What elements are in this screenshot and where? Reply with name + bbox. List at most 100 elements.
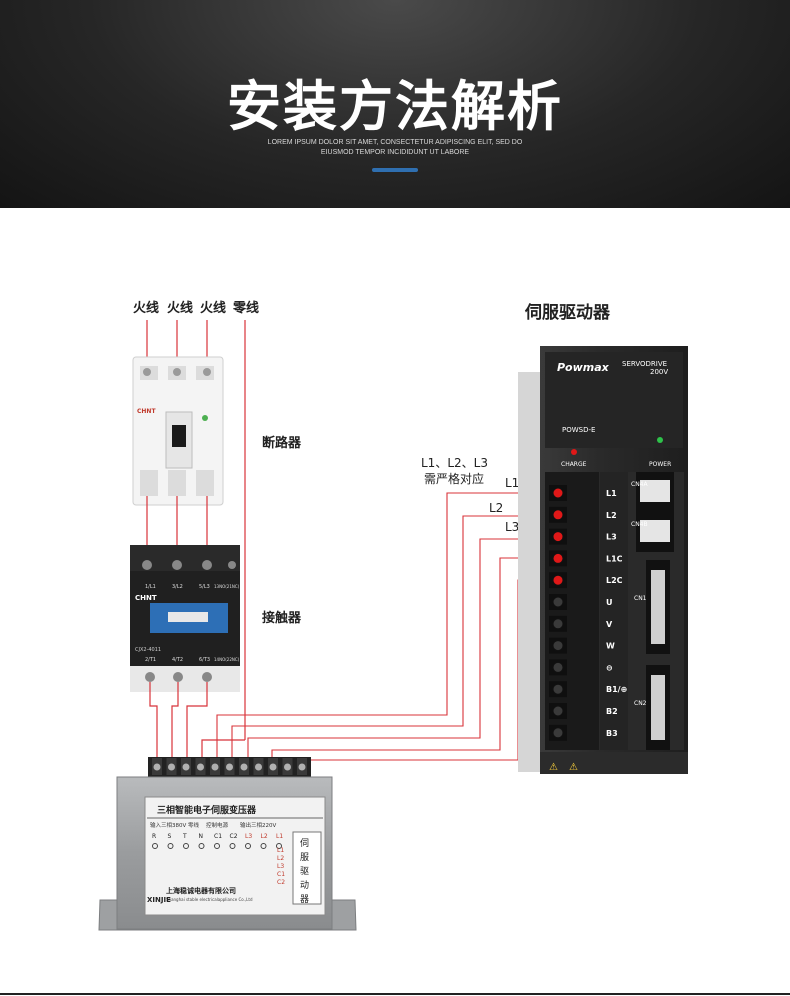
transformer-terminal-label: L1 (276, 833, 283, 840)
note-line-1: L1、L2、L3 (421, 456, 488, 470)
transformer-right-label: L1 (277, 847, 284, 854)
breaker-brand: CHNT (137, 408, 156, 415)
terminal-screw[interactable] (552, 487, 564, 499)
connector-cn4b: CN4B (631, 521, 648, 528)
transformer-company: 上海稳诚电器有限公司 (166, 886, 236, 895)
transformer-right-label: L2 (277, 855, 284, 862)
transformer-terminal-label: L2 (261, 833, 268, 840)
terminal-screw[interactable] (552, 618, 564, 630)
transformer-right-label: C2 (277, 879, 285, 886)
note-line-2: 需严格对应 (424, 471, 484, 486)
header-accent-bar (372, 168, 418, 172)
drive-terminal-label: U (606, 598, 613, 607)
terminal-screw[interactable] (552, 727, 564, 739)
transformer-terminal-label: C2 (230, 833, 238, 840)
transformer-screw[interactable] (197, 763, 204, 771)
transformer-screw[interactable] (240, 763, 248, 771)
transformer-terminal-label: C1 (214, 833, 222, 840)
transformer-logo: XINJIE (147, 896, 171, 904)
contactor-model: CJX2-4011 (135, 647, 161, 653)
drive-model: POWSD-E (562, 426, 595, 434)
transformer-terminal-dot (198, 843, 205, 849)
drive-terminal-label: V (606, 620, 613, 629)
terminal-screw[interactable] (552, 705, 564, 717)
contactor-brand: CHNT (135, 594, 157, 602)
connector-cn4a: CN4A (631, 481, 648, 488)
drive-transformer-wires (216, 492, 555, 770)
terminal-screw[interactable] (552, 574, 564, 586)
transformer-screw[interactable] (226, 763, 233, 771)
drive-terminal-label: B1/⊕ (606, 685, 627, 694)
contactor-bottom-terminal-3: 6/T3 (199, 657, 210, 663)
transformer-screw[interactable] (211, 763, 219, 771)
transformer-screw[interactable] (269, 763, 277, 771)
drive-terminal-label: L1C (606, 554, 623, 563)
transformer-screw[interactable] (298, 763, 306, 771)
drive-terminal-label: B2 (606, 707, 618, 716)
wire-label-live-3: 火线 (200, 300, 226, 316)
transformer-screw[interactable] (284, 763, 291, 771)
wire-label-neutral: 零线 (232, 300, 259, 316)
transformer-terminal-dot (260, 843, 267, 849)
contactor-top-terminal-2: 3/L2 (172, 584, 183, 590)
note-l2: L2 (489, 501, 503, 515)
wire-label-live-1: 火线 (133, 300, 159, 316)
transformer-terminal-label: S (168, 833, 172, 840)
terminal-screw[interactable] (552, 509, 564, 521)
terminal-screw[interactable] (552, 531, 564, 543)
wire-label-live-2: 火线 (167, 300, 193, 316)
drive-terminal-label: L3 (606, 533, 617, 542)
drive-terminal-label: L2C (606, 576, 623, 585)
transformer-title: 三相智能电子伺服变压器 (157, 804, 257, 816)
transformer-screw[interactable] (168, 763, 175, 771)
header-subtitle: LOREM IPSUM DOLOR SIT AMET, CONSECTETUR … (245, 138, 545, 158)
transformer-terminal-dot (245, 843, 251, 849)
contactor-top-terminal-3: 5/L3 (199, 584, 210, 590)
drive-terminal-label: L2 (606, 511, 617, 520)
transformer-side-1: 伺 (300, 837, 309, 849)
transformer-side-5: 器 (300, 894, 309, 905)
transformer-terminal-label: R (152, 833, 156, 840)
connector-cn2: CN2 (634, 700, 647, 707)
contactor-top-terminal-1: 1/L1 (145, 584, 156, 590)
drive-terminal-label: L1 (606, 489, 617, 498)
subtitle-line-1: LOREM IPSUM DOLOR SIT AMET, CONSECTETUR … (267, 139, 523, 146)
terminal-screw[interactable] (552, 640, 564, 652)
warning-icon-1: ⚠ (549, 762, 558, 773)
transformer-terminal-dot (152, 843, 158, 849)
transformer-side-2: 服 (300, 852, 309, 863)
transformer-neutral-label: 零线 (188, 821, 200, 829)
transformer-company-en: Shanghai stable electricalappliance Co.,… (166, 897, 253, 902)
terminal-screw[interactable] (552, 552, 564, 564)
contactor-bottom-terminal-1: 2/T1 (145, 657, 156, 663)
transformer-output-label: 输出三相220V (240, 821, 276, 829)
drive-brand: Powmax (557, 361, 610, 374)
header-banner: 安装方法解析 LOREM IPSUM DOLOR SIT AMET, CONSE… (0, 0, 790, 208)
transformer: 三相智能电子伺服变压器 输入三相380V 零线 控制电源 输出三相220V R S… (98, 757, 357, 931)
terminal-screw[interactable] (552, 683, 564, 695)
subtitle-line-2: EIUSMOD TEMPOR INCIDIDUNT UT LABORE (320, 149, 470, 156)
transformer-terminal-dot (183, 843, 189, 849)
contactor-top-terminal-4: 13NO(21NC) (214, 584, 240, 589)
contactor-bottom-terminal-2: 4/T2 (172, 657, 183, 663)
drive-series-1: SERVODRIVE (622, 360, 667, 368)
servo-drive-label: 伺服驱动器 (524, 302, 611, 323)
transformer-screw[interactable] (182, 763, 190, 771)
note-l1: L1 (505, 476, 519, 490)
transformer-screw[interactable] (255, 763, 262, 771)
drive-terminal-label: W (606, 642, 615, 651)
drive-charge: CHARGE (561, 461, 587, 468)
transformer-terminal-dot (276, 843, 282, 849)
drive-terminal-label: B3 (606, 729, 618, 738)
circuit-breaker: CHNT (132, 356, 224, 506)
transformer-screw[interactable] (153, 763, 161, 771)
transformer-input-label: 输入三相380V (150, 821, 186, 829)
transformer-right-label: L3 (277, 863, 284, 870)
terminal-screw[interactable] (552, 661, 564, 673)
page-title: 安装方法解析 (227, 75, 563, 138)
terminal-screw[interactable] (552, 596, 564, 608)
drive-terminal-label: ⊖ (606, 663, 613, 672)
wiring-diagram: 火线 火线 火线 零线 CHNT 断路器 (0, 300, 790, 995)
transformer-control-label: 控制电源 (206, 821, 229, 829)
